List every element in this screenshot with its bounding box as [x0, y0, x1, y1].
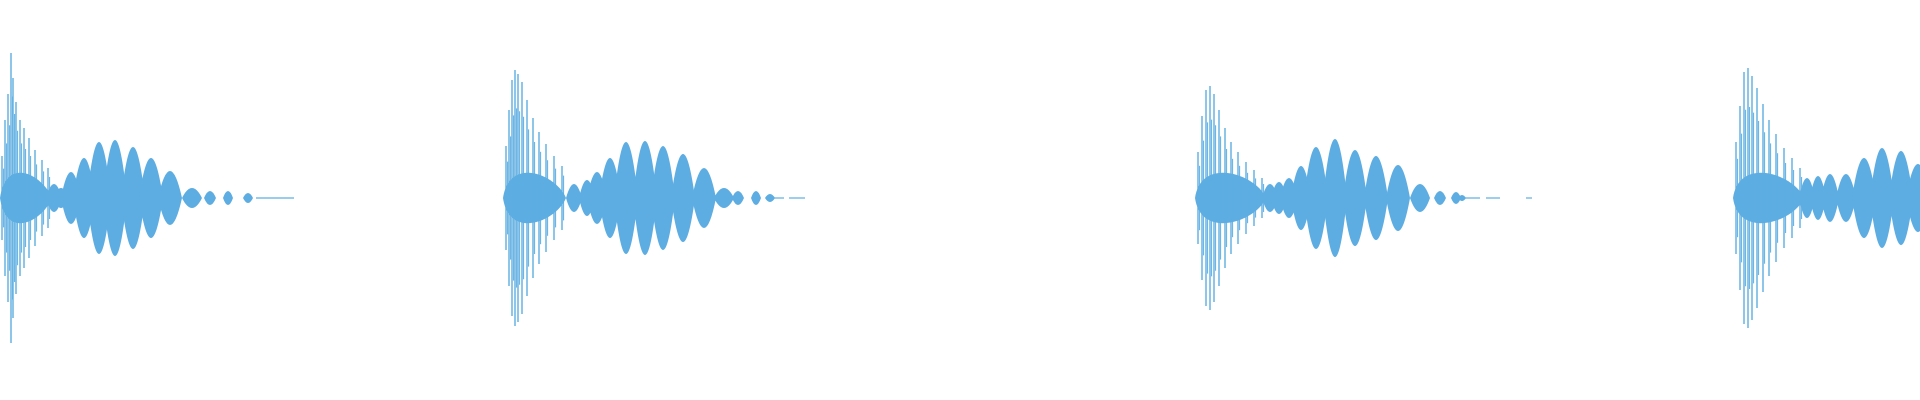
waveform-burst-2 — [503, 70, 805, 326]
waveform-lobe — [87, 142, 111, 254]
waveform-lobe — [121, 147, 145, 249]
waveform-lobe — [1364, 156, 1388, 240]
waveform-lobe — [1304, 147, 1328, 249]
waveform-lobe — [599, 158, 621, 238]
waveform-lobe — [633, 141, 657, 255]
waveform-lobe — [1906, 164, 1920, 232]
waveform-lobe — [1386, 165, 1410, 231]
waveform-lobe — [1852, 158, 1876, 238]
waveform-burst-3 — [1195, 86, 1532, 310]
waveform-lobe — [1323, 139, 1347, 257]
waveform-tail — [732, 191, 744, 205]
waveform-lobe — [1836, 174, 1856, 222]
waveform-tail — [765, 194, 775, 202]
waveform-lobe — [158, 171, 182, 225]
waveform-lobe — [1889, 151, 1913, 245]
waveform-lobe — [671, 154, 695, 242]
waveform-lobe — [1410, 184, 1430, 212]
waveform-lobe — [1810, 176, 1826, 220]
waveform-lobe — [1343, 150, 1367, 246]
waveform-lobe — [1291, 166, 1311, 230]
waveform-tail — [223, 191, 233, 205]
waveform-lobe — [614, 142, 638, 254]
waveform-lobe — [566, 184, 582, 212]
waveform-lobe — [1821, 174, 1839, 222]
waveform-lobe — [103, 140, 127, 256]
waveform-burst-1 — [0, 53, 294, 343]
waveform-lobe — [139, 158, 163, 238]
waveform-lobe — [714, 188, 734, 208]
waveform-lobe — [182, 188, 202, 208]
waveform-tail — [243, 193, 253, 203]
waveform-tail — [751, 191, 761, 205]
waveform-tail — [204, 191, 216, 205]
waveform-lobe — [1451, 192, 1461, 204]
waveform-lobe — [1799, 178, 1815, 218]
waveform-lobe — [651, 146, 675, 250]
waveform-lobe — [1434, 191, 1446, 205]
waveform-tail — [1458, 195, 1466, 201]
waveform-burst-4 — [1733, 68, 1920, 328]
waveform-lobe — [1870, 148, 1894, 248]
waveform-lobe — [692, 168, 716, 228]
